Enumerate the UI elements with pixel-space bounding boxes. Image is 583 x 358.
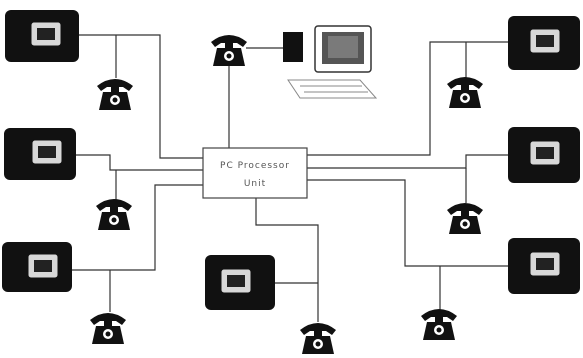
hub-box <box>203 148 307 198</box>
phone-mid-right <box>447 203 483 234</box>
phone-top-center <box>211 35 247 66</box>
computer-workstation <box>283 26 376 98</box>
phone-bottom-left <box>90 313 126 344</box>
terminal-top-left <box>5 10 79 62</box>
line-terminal-mid-left <box>76 155 203 170</box>
terminal-mid-left <box>4 128 76 180</box>
terminal-top-right <box>508 16 580 70</box>
hub: PC Processor Unit <box>203 148 307 198</box>
line-terminal-bottom-right <box>307 180 510 266</box>
terminal-bottom-left <box>2 242 72 292</box>
terminal-mid-right <box>508 127 580 183</box>
line-terminal-top-left <box>78 35 203 158</box>
phone-top-left <box>97 79 133 110</box>
hub-label-line1: PC Processor <box>220 161 290 171</box>
monitor-icon <box>315 26 371 72</box>
phone-mid-left <box>96 199 132 230</box>
terminal-bottom-right <box>508 238 580 294</box>
terminal-bottom-center <box>205 255 275 310</box>
hub-label-line2: Unit <box>244 179 266 189</box>
phone-bottom-right <box>421 309 457 340</box>
pc-tower <box>283 32 303 62</box>
line-terminal-mid-right <box>307 155 510 168</box>
phone-bottom-center <box>300 323 336 354</box>
phone-top-right <box>447 77 483 108</box>
line-terminal-bottom-left <box>70 185 203 270</box>
keyboard-icon <box>288 80 376 98</box>
